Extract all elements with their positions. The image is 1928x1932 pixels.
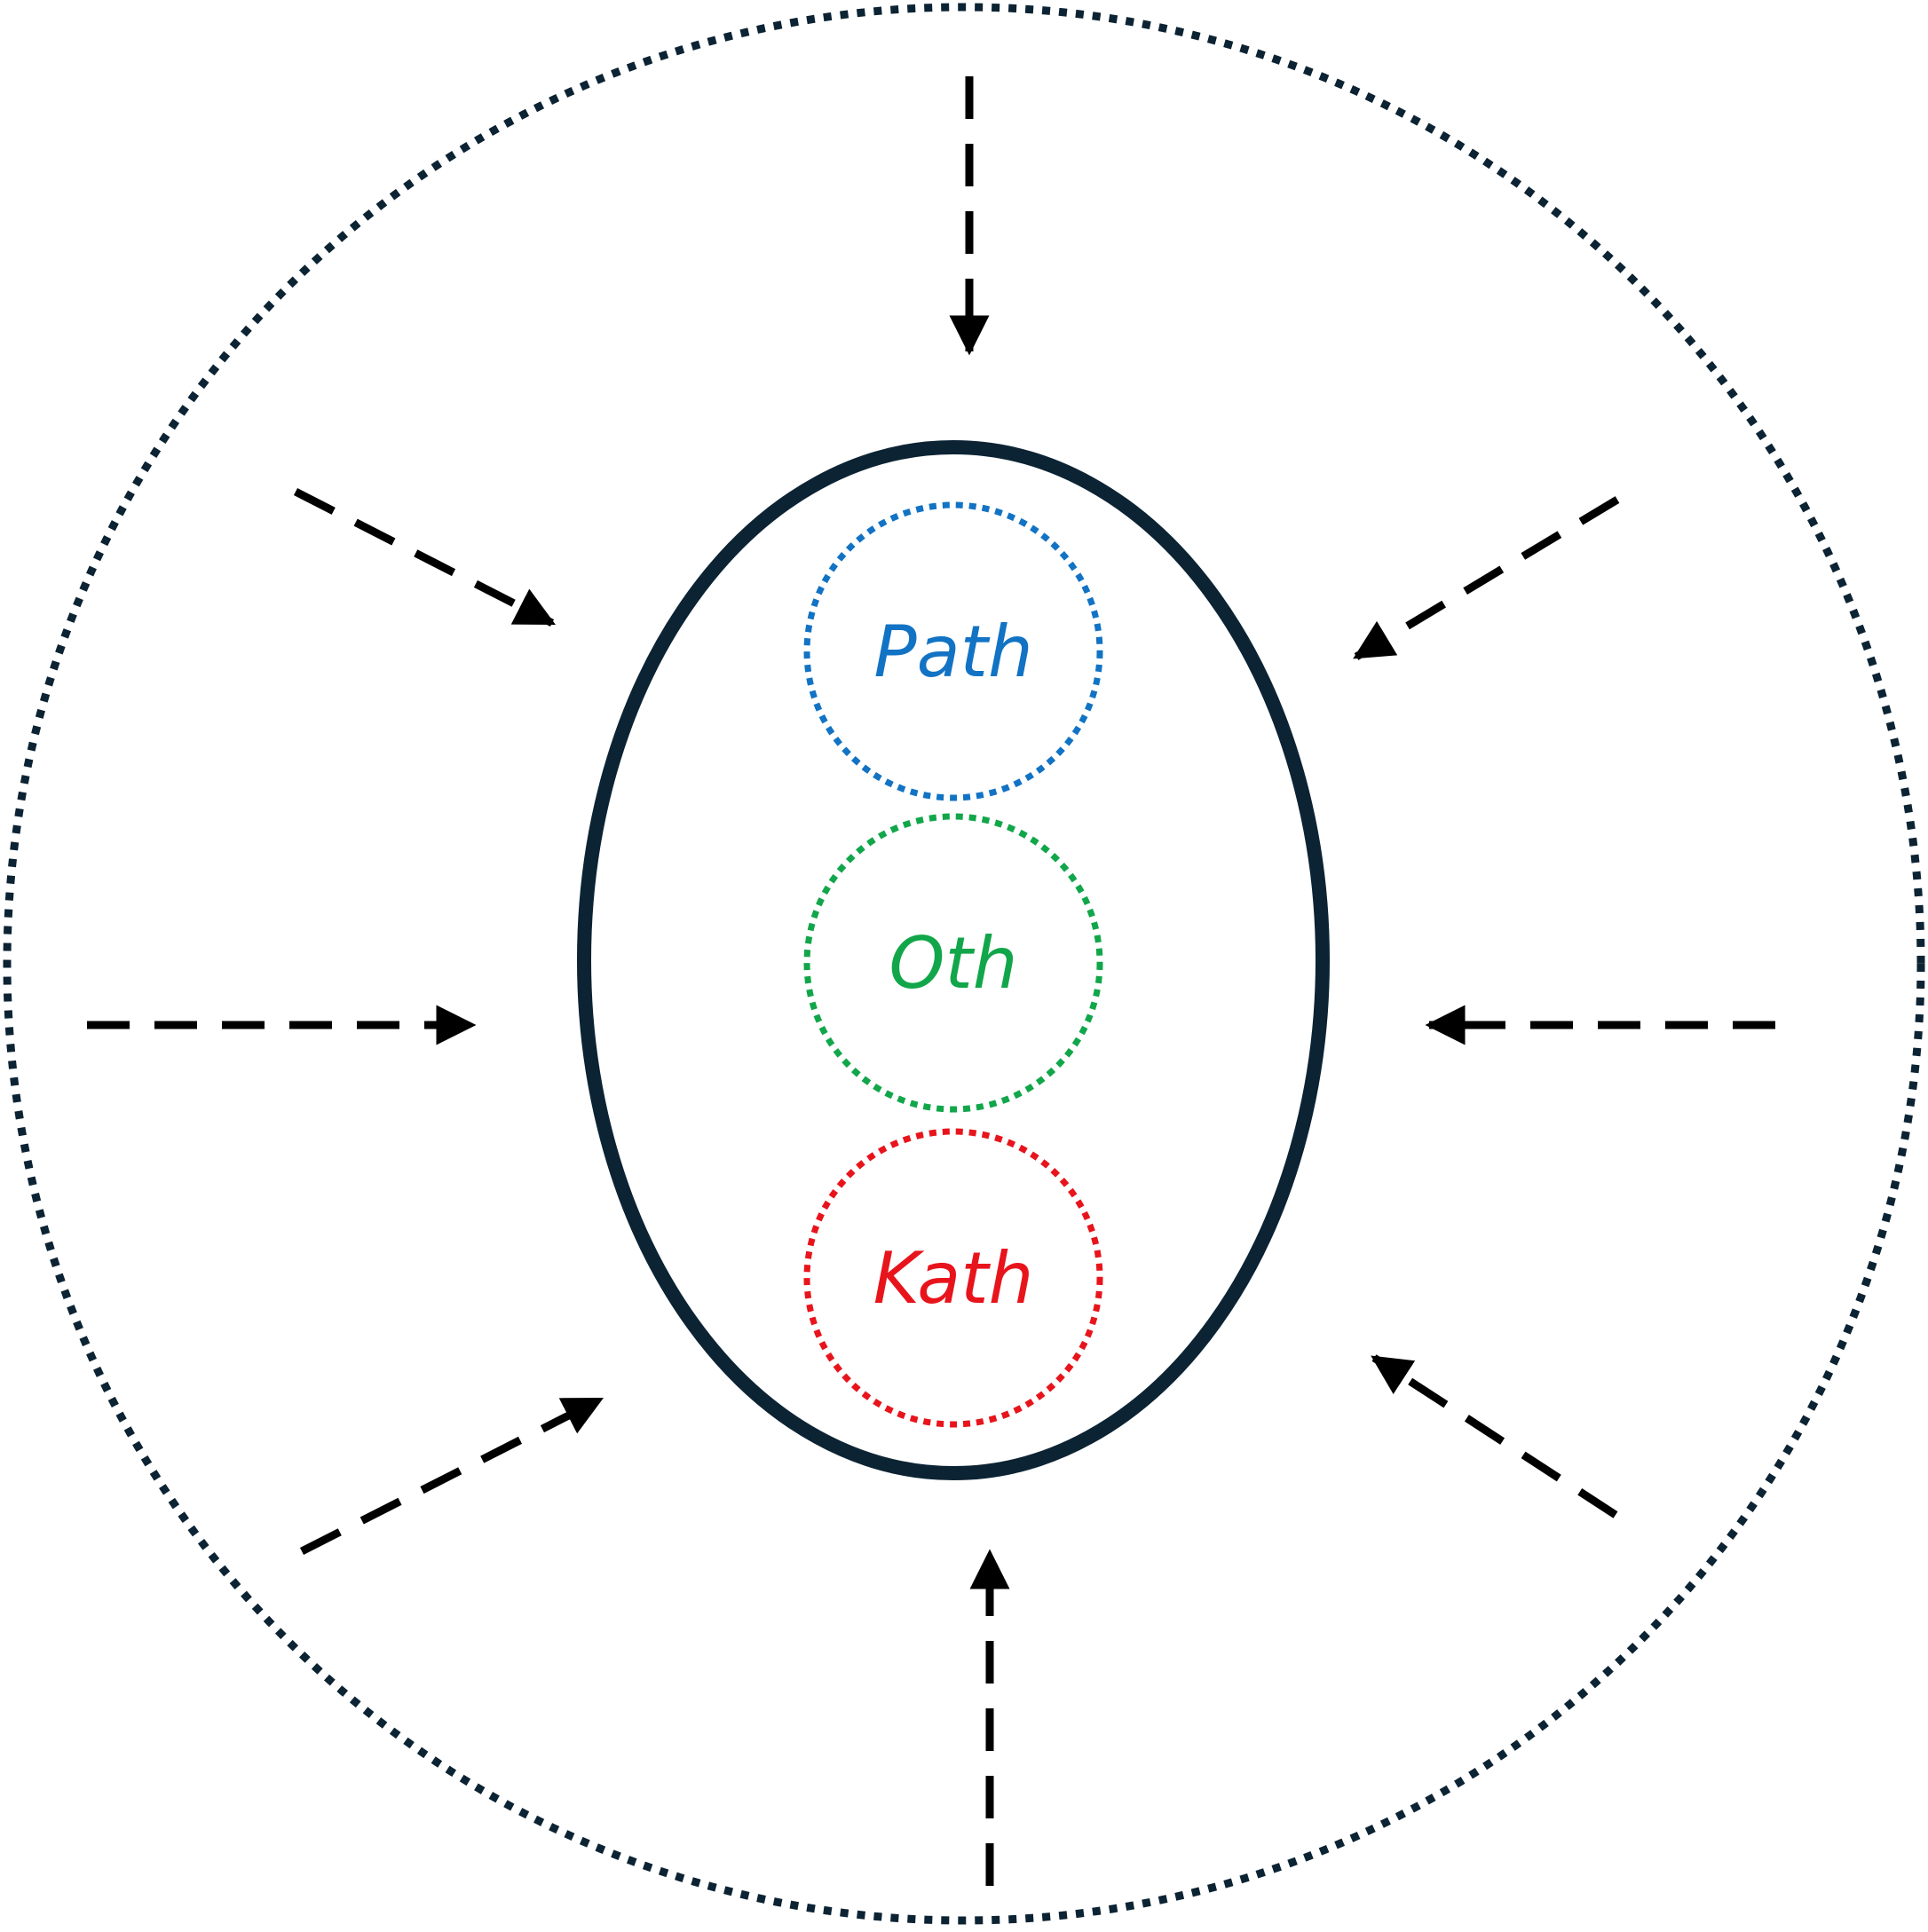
compartment-kath: Kath: [803, 1128, 1103, 1428]
arrow-top-right: [1353, 496, 1620, 660]
central-oval: [577, 440, 1330, 1480]
outer-boundary-circle: [3, 3, 1925, 1925]
arrow-top-left: [293, 487, 557, 627]
compartment-kath-circle: [803, 1128, 1103, 1428]
compartment-path-label: Path: [873, 611, 1032, 693]
compartment-path-circle: [803, 501, 1103, 801]
compartment-path: Path: [803, 501, 1103, 801]
arrows: [87, 76, 1775, 1886]
compartment-oth-circle: [803, 813, 1103, 1113]
arrow-bottom-right: [1371, 1354, 1618, 1518]
compartment-kath-label: Kath: [873, 1237, 1034, 1320]
compartment-oth-label: Oth: [889, 922, 1017, 1005]
compartment-oth: Oth: [803, 813, 1103, 1113]
arrow-bottom-left: [299, 1395, 604, 1556]
